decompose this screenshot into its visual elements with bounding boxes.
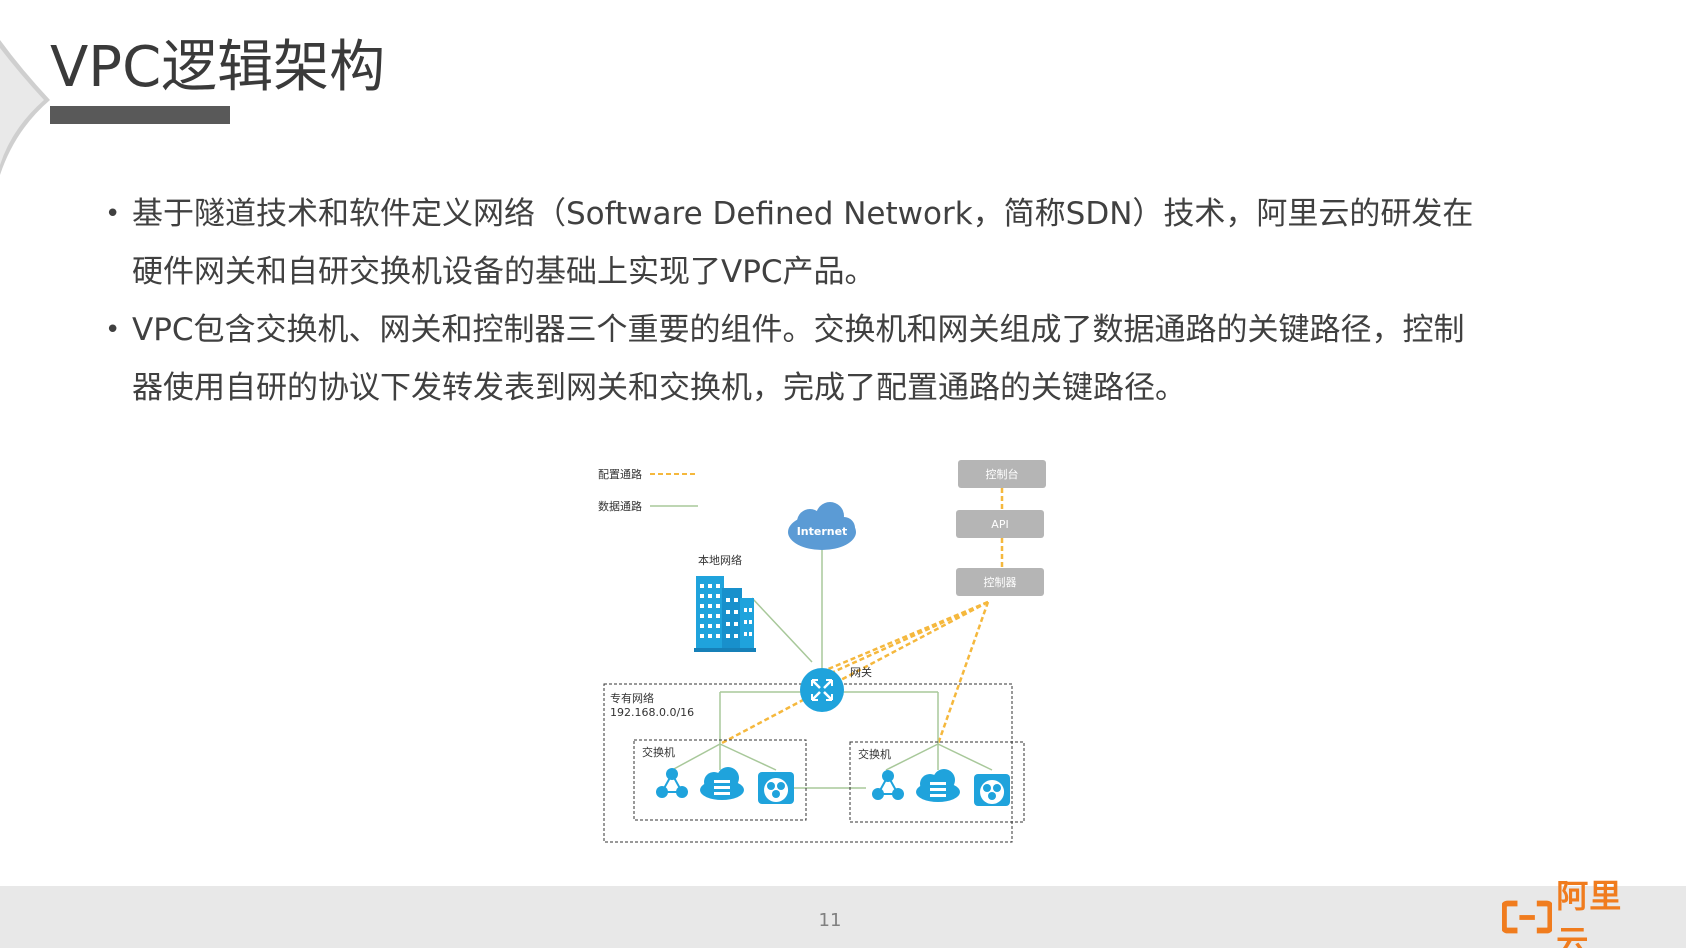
switch-left-node-icon (656, 768, 688, 798)
page-number: 11 (818, 910, 842, 931)
data-line-right-c (937, 743, 993, 771)
aliyun-logo: 阿里云 (1502, 877, 1652, 948)
switch-right-storage-icon (916, 769, 960, 802)
data-line-right-a (885, 743, 939, 771)
console-label: 控制台 (986, 467, 1019, 481)
title-underline-bar (50, 106, 230, 124)
vpc-boundary (603, 683, 1013, 843)
legend-config-label: 配置通路 (598, 468, 642, 481)
bullet-list: • 基于隧道技术和软件定义网络（Software Defined Network… (105, 185, 1545, 417)
data-line-left-a (671, 743, 721, 771)
bullet-text-line: 硬件网关和自研交换机设备的基础上实现了VPC产品。 (132, 254, 876, 290)
bullet-item: • VPC包含交换机、网关和控制器三个重要的组件。交换机和网关组成了数据通路的关… (105, 301, 1545, 417)
config-line-controller-switch-left (719, 600, 989, 746)
data-line-left-c (719, 743, 777, 771)
api-box (956, 510, 1044, 538)
bullet-text-line: 器使用自研的协议下发转发表到网关和交换机，完成了配置通路的关键路径。 (132, 370, 1186, 406)
aliyun-logo-text: 阿里云 (1556, 877, 1623, 948)
bullet-item: • 基于隧道技术和软件定义网络（Software Defined Network… (105, 185, 1545, 301)
bullet-text-line: 基于隧道技术和软件定义网络（Software Defined Network，简… (132, 196, 1474, 232)
switch-right-node-icon (872, 770, 904, 800)
footer-bar: 11 阿里云 (0, 877, 1686, 948)
switch-right-boundary (849, 741, 1025, 823)
switch-left-label: 交换机 (642, 745, 675, 759)
switch-right-security-icon (974, 774, 1010, 806)
bullet-text-line: VPC包含交换机、网关和控制器三个重要的组件。交换机和网关组成了数据通路的关键路… (132, 312, 1465, 348)
vpc-architecture-diagram: 配置通路 数据通路 控制台 API 控制器 (598, 460, 1046, 843)
config-line-controller-switch-right (936, 601, 990, 745)
switch-left-boundary (633, 739, 807, 821)
controller-label: 控制器 (984, 575, 1017, 589)
bullet-marker: • (105, 199, 121, 229)
controller-box (956, 568, 1044, 596)
slide-title: VPC逻辑架构 (50, 35, 386, 100)
data-line-building-gateway (751, 597, 813, 663)
aliyun-logo-mark-icon (1502, 900, 1553, 934)
switch-right-label: 交换机 (858, 747, 891, 761)
gateway-label: 网关 (850, 665, 872, 679)
local-network-label: 本地网络 (698, 553, 742, 567)
gateway-router-icon (800, 668, 844, 712)
bullet-marker: • (105, 315, 121, 345)
switch-left-security-icon (758, 772, 794, 804)
console-box (958, 460, 1046, 488)
building-icon (694, 576, 756, 652)
corner-decoration (0, 40, 50, 175)
internet-label: Internet (797, 525, 848, 538)
config-line-controller-gateway-a (825, 600, 989, 672)
vpc-cidr: 192.168.0.0/16 (610, 706, 694, 719)
internet-cloud-icon (788, 502, 856, 550)
api-label: API (991, 518, 1008, 531)
legend-data-label: 数据通路 (598, 499, 642, 513)
switch-left-storage-icon (700, 767, 744, 800)
config-line-controller-gateway-b (819, 600, 989, 680)
vpc-label: 专有网络 (610, 691, 654, 705)
